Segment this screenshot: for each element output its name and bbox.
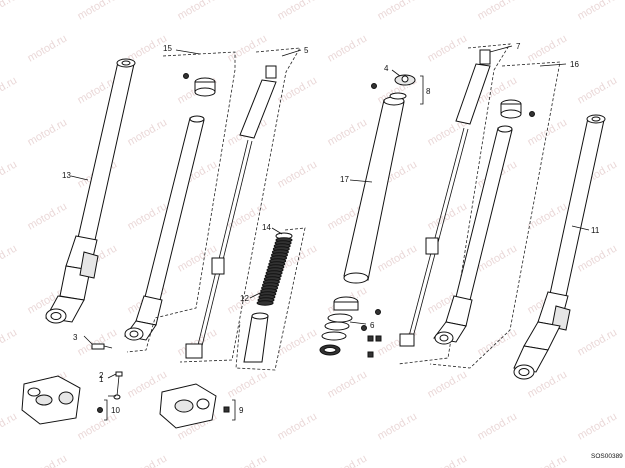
watermark-text: motod.ru	[276, 74, 320, 106]
watermark-text: motod.ru	[26, 116, 70, 148]
callout-labels: 1 2 3 4 5 6 7 8 9 10 11 12 13 14 15 16 1…	[62, 42, 600, 415]
watermark-text: motod.ru	[476, 326, 520, 358]
watermark-text: motod.ru	[376, 0, 420, 23]
watermark-text: motod.ru	[376, 242, 420, 274]
outer-fork-tube-11	[513, 114, 606, 380]
group-outline-5	[179, 47, 301, 363]
watermark-text: motod.ru	[476, 0, 520, 23]
watermark-text: motod.ru	[576, 242, 620, 274]
clamp-10	[21, 375, 108, 425]
watermark-text: motod.ru	[526, 32, 570, 64]
watermark-text: motod.ru	[476, 410, 520, 442]
watermark-text: motod.ru	[276, 0, 320, 23]
watermark-text: motod.ru	[126, 116, 170, 148]
watermark-text: motod.ru	[426, 32, 470, 64]
callout-6: 6	[370, 321, 375, 330]
watermark-text: motod.ru	[576, 326, 620, 358]
callout-12: 12	[240, 294, 249, 303]
watermark-text: motod.ru	[0, 242, 19, 274]
watermark-text: motod.ru	[76, 0, 120, 23]
callout-2: 2	[99, 371, 104, 380]
spring-12	[243, 232, 293, 363]
callout-8: 8	[426, 87, 431, 96]
watermark-text: motod.ru	[576, 74, 620, 106]
callout-13: 13	[62, 171, 71, 180]
watermark-text: motod.ru	[0, 410, 19, 442]
callout-5: 5	[304, 46, 309, 55]
watermark-text: motod.ru	[426, 452, 470, 468]
watermark-text: motod.ru	[576, 410, 620, 442]
watermark-text: motod.ru	[176, 0, 220, 23]
grease-dot-icon	[183, 73, 189, 79]
callout-15: 15	[163, 44, 172, 53]
callout-17: 17	[340, 175, 349, 184]
watermark-text: motod.ru	[526, 200, 570, 232]
watermark-text: motod.ru	[76, 326, 120, 358]
watermark-text: motod.ru	[226, 32, 270, 64]
watermark-text: motod.ru	[76, 410, 120, 442]
inner-tube-right	[433, 99, 535, 345]
callout-7: 7	[516, 42, 521, 51]
bushing-left	[183, 73, 216, 97]
group-outline-12	[235, 227, 306, 371]
watermark-text: motod.ru	[426, 368, 470, 400]
watermark-text: motod.ru	[26, 32, 70, 64]
watermark-text: motod.ru	[26, 452, 70, 468]
damper-rod-7	[399, 49, 491, 347]
watermark-text: motod.ru	[226, 368, 270, 400]
callout-14: 14	[262, 223, 271, 232]
watermark-text: motod.ru	[276, 410, 320, 442]
watermark-text: motod.ru	[0, 326, 19, 358]
callout-3: 3	[73, 333, 78, 342]
watermark-text: motod.ru	[376, 410, 420, 442]
callout-4: 4	[384, 64, 389, 73]
watermark-text: motod.ru	[126, 452, 170, 468]
group-outline-7	[397, 43, 511, 365]
watermark-text: motod.ru	[326, 452, 370, 468]
bolt-3	[91, 343, 113, 350]
leader-lines	[70, 45, 590, 397]
callout-11: 11	[591, 226, 600, 235]
top-cap-4	[371, 74, 424, 105]
inner-tube-left	[124, 115, 205, 341]
drawing-code: SOS00389	[591, 453, 623, 460]
watermark-text: motod.ru	[276, 158, 320, 190]
watermark-text: motod.ru	[526, 116, 570, 148]
watermark-text: motod.ru	[0, 0, 19, 23]
seal-stack	[319, 296, 382, 358]
group-outline-16	[429, 61, 561, 369]
watermark-text: motod.ru	[326, 368, 370, 400]
clamp-9	[159, 383, 236, 429]
group-outline-15	[126, 51, 236, 353]
watermark-text: motod.ru	[26, 200, 70, 232]
watermark-text: motod.ru	[0, 74, 19, 106]
callout-10: 10	[111, 406, 120, 415]
callout-1: 1	[99, 375, 104, 384]
outer-fork-tube-13	[45, 58, 136, 324]
watermark-text: motod.ru	[326, 116, 370, 148]
callout-9: 9	[239, 406, 244, 415]
watermark-text: motod.ru	[326, 32, 370, 64]
watermark-text: motod.ru	[0, 158, 19, 190]
spring-coil	[256, 300, 274, 306]
watermark-text: motod.ru	[276, 326, 320, 358]
watermark-text: motod.ru	[226, 452, 270, 468]
damper-rod-5	[185, 65, 277, 359]
screw-1-2	[113, 371, 123, 400]
callout-16: 16	[570, 60, 579, 69]
watermark-text: motod.ru	[526, 452, 570, 468]
watermark-text: motod.ru	[426, 200, 470, 232]
watermark-text: motod.ru	[576, 0, 620, 23]
